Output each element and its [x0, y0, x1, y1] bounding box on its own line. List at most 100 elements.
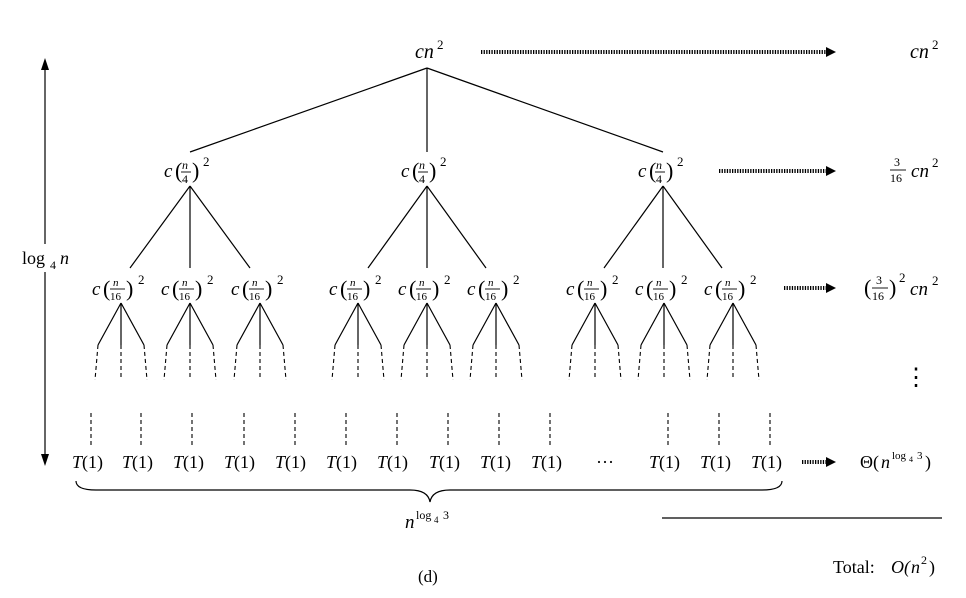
- level1-node-middle: c ( n 4 ) 2: [401, 154, 447, 186]
- svg-text:): ): [126, 276, 133, 301]
- frac-num: n: [182, 158, 188, 172]
- node-exponent: 2: [277, 272, 284, 287]
- height-base: 4: [50, 258, 56, 272]
- total-n: n: [911, 557, 920, 577]
- svg-text:): ): [265, 276, 272, 301]
- svg-text:cn: cn: [911, 161, 929, 182]
- frac-den: 16: [347, 291, 359, 303]
- frac-den: 16: [179, 291, 191, 303]
- frac-num: n: [656, 277, 662, 289]
- frac-den: 16: [722, 291, 734, 303]
- frac-den: 16: [416, 291, 428, 303]
- node-exponent: 2: [513, 272, 520, 287]
- frac-den: 16: [653, 291, 665, 303]
- frac-num: n: [350, 277, 356, 289]
- leaf-node-9: T(1): [480, 452, 511, 473]
- root-exponent: 2: [437, 37, 444, 52]
- svg-text:(: (: [340, 276, 347, 301]
- leaf-node-13: T(1): [751, 452, 782, 473]
- frac-num: n: [182, 277, 188, 289]
- row-cost-1: 3 16 cn 2: [890, 155, 939, 185]
- frac-den: 16: [584, 291, 596, 303]
- row1-frac-num: 3: [894, 155, 900, 169]
- svg-text:): ): [429, 158, 436, 183]
- svg-text:cn: cn: [910, 279, 928, 300]
- total-label: Total:: [833, 557, 875, 577]
- total-O: O(: [891, 557, 911, 578]
- leaf-count-label: n log 4 3: [405, 508, 449, 533]
- svg-text:(: (: [649, 158, 656, 183]
- leaf-node-11: T(1): [649, 452, 680, 473]
- root-n: n: [424, 41, 434, 63]
- leaf-node-3: T(1): [173, 452, 204, 473]
- leaf-node-8: T(1): [429, 452, 460, 473]
- frac-den: 16: [485, 291, 497, 303]
- node-c: c: [329, 279, 338, 300]
- total-close: ): [929, 557, 935, 578]
- row-arrows: [481, 47, 836, 467]
- svg-text:(: (: [646, 276, 653, 301]
- svg-text:(: (: [409, 276, 416, 301]
- svg-text:): ): [192, 158, 199, 183]
- level2-node-1: c(n16)2: [92, 272, 145, 303]
- frac-num: n: [656, 158, 662, 172]
- node-exponent: 2: [681, 272, 688, 287]
- row2-frac-num: 3: [876, 273, 882, 287]
- node-exponent: 2: [203, 154, 210, 169]
- level2-node-3: c(n16)2: [231, 272, 284, 303]
- node-exponent: 2: [444, 272, 451, 287]
- svg-text:): ): [363, 276, 370, 301]
- leaf-node-5: T(1): [275, 452, 306, 473]
- level2-node-5: c(n16)2: [398, 272, 451, 303]
- frac-num: n: [113, 277, 119, 289]
- svg-text:cn: cn: [910, 41, 929, 63]
- root-node: cn 2: [415, 37, 444, 63]
- leaf-node-12: T(1): [700, 452, 731, 473]
- level1-edges: [129, 185, 723, 269]
- frac-num: n: [419, 158, 425, 172]
- node-c: c: [401, 161, 410, 182]
- svg-text:): ): [669, 276, 676, 301]
- row0-exponent: 2: [932, 37, 939, 52]
- height-log: log: [22, 248, 45, 268]
- leaf-node-2: T(1): [122, 452, 153, 473]
- node-c: c: [704, 279, 713, 300]
- node-exponent: 2: [677, 154, 684, 169]
- row-cost-2: ( 3 16 ) 2 cn 2: [864, 270, 939, 303]
- leaf-cost-theta: Θ(: [860, 452, 879, 473]
- frac-den: 4: [182, 172, 188, 186]
- leaf-count-arg: 3: [443, 508, 449, 522]
- svg-text:): ): [738, 276, 745, 301]
- svg-text:(: (: [715, 276, 722, 301]
- node-c: c: [164, 161, 173, 182]
- row1-exponent: 2: [932, 155, 939, 170]
- level2-node-2: c(n16)2: [161, 272, 214, 303]
- frac-num: n: [252, 277, 258, 289]
- level2-node-7: c(n16)2: [566, 272, 619, 303]
- leaf-cost-close: ): [925, 452, 931, 473]
- svg-text:): ): [432, 276, 439, 301]
- root-edges: [189, 67, 664, 153]
- height-n: n: [60, 248, 69, 268]
- row-cost-leaf: Θ( n log 4 3 ): [860, 450, 931, 473]
- row1-frac-den: 16: [890, 171, 902, 185]
- node-c: c: [231, 279, 240, 300]
- svg-text:): ): [600, 276, 607, 301]
- node-c: c: [467, 279, 476, 300]
- node-c: c: [566, 279, 575, 300]
- node-exponent: 2: [440, 154, 447, 169]
- level1-node-right: c ( n 4 ) 2: [638, 154, 684, 186]
- leaf-cost-base: 4: [909, 455, 913, 464]
- leaf-cost-log: log: [892, 450, 907, 462]
- svg-text:): ): [889, 275, 896, 300]
- node-c: c: [638, 161, 647, 182]
- node-exponent: 2: [375, 272, 382, 287]
- frac-den: 16: [110, 291, 122, 303]
- row2-exponent-2: 2: [932, 273, 939, 288]
- leaf-count-log: log: [416, 508, 431, 522]
- node-c: c: [398, 279, 407, 300]
- leaf-row: T(1)T(1)T(1)T(1)T(1)T(1)T(1)T(1)T(1)T(1)…: [72, 452, 782, 473]
- row2-exponent: 2: [899, 270, 906, 285]
- svg-text:(: (: [103, 276, 110, 301]
- leaf-count-n: n: [405, 512, 415, 533]
